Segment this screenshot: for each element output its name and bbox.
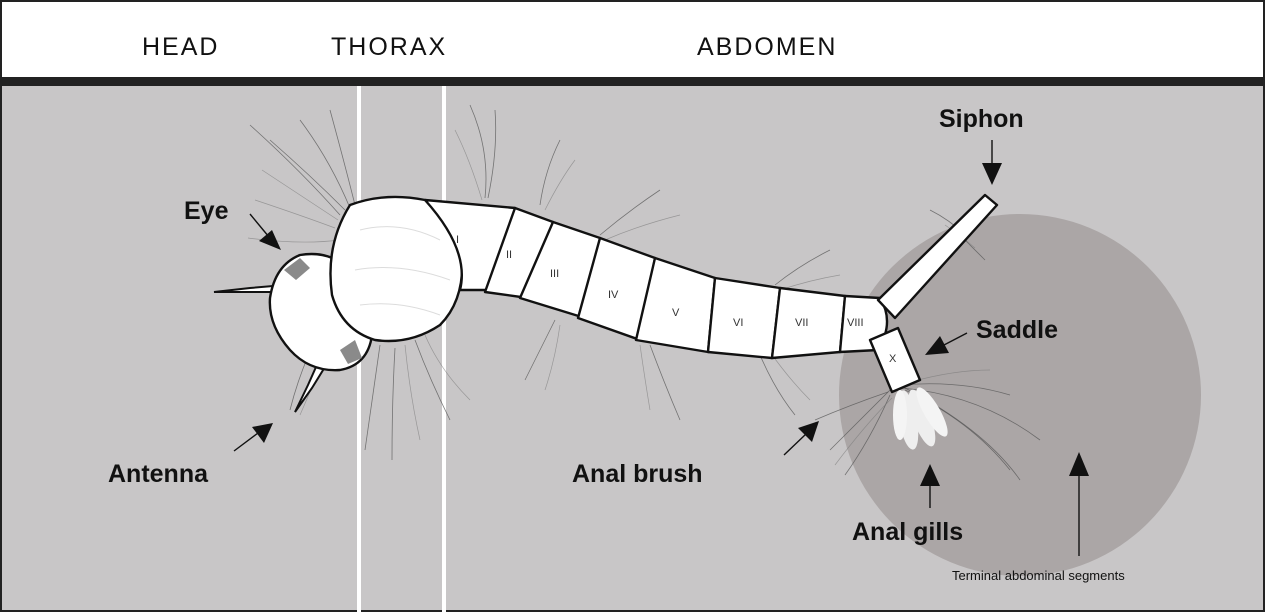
anal-brush-label: Anal brush (572, 460, 703, 488)
antenna-label: Antenna (108, 460, 209, 488)
segment-label-VI: VI (733, 317, 743, 329)
saddle-label: Saddle (976, 316, 1058, 344)
segment-label-V: V (672, 307, 680, 319)
segment-label-X: X (889, 353, 897, 365)
header-thorax-label: THORAX (331, 33, 447, 61)
siphon-label: Siphon (939, 105, 1024, 133)
segment-label-VIII: VIII (847, 317, 864, 329)
segment-VI (708, 278, 780, 358)
header-rule (0, 77, 1265, 86)
header-abdomen-label: ABDOMEN (697, 33, 837, 61)
anal-gills-label: Anal gills (852, 518, 963, 546)
segment-label-VII: VII (795, 317, 808, 329)
terminal-segments-label: Terminal abdominal segments (952, 568, 1125, 583)
segment-label-I: I (456, 234, 459, 246)
segment-label-IV: IV (608, 289, 619, 301)
segment-label-II: II (506, 249, 512, 261)
eye-label: Eye (184, 197, 229, 225)
segment-label-III: III (550, 268, 559, 280)
segment-VII (772, 288, 845, 358)
header-head-label: HEAD (142, 33, 219, 61)
